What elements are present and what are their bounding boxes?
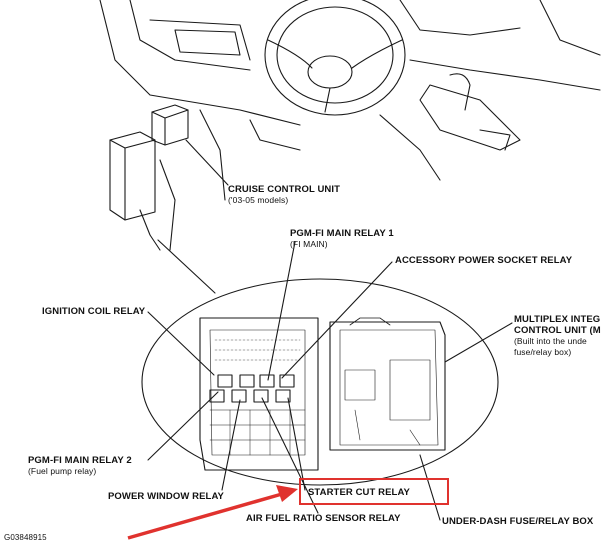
air-fuel-ratio-sensor-relay-label: AIR FUEL RATIO SENSOR RELAY [246, 513, 401, 524]
power-window-relay-label: POWER WINDOW RELAY [108, 491, 224, 502]
starter-cut-relay-label: STARTER CUT RELAY [308, 487, 410, 498]
callout-oval [141, 278, 499, 486]
pgm-fi-main-relay-1-label: PGM-FI MAIN RELAY 1 [290, 228, 394, 239]
leader-lines [147, 139, 513, 521]
pgm-fi-main-relay-2-note: (Fuel pump relay) [28, 466, 97, 476]
accessory-power-socket-relay-label: ACCESSORY POWER SOCKET RELAY [395, 255, 573, 266]
steering-wheel [264, 0, 406, 116]
multiplex-label-line-4: fuse/relay box) [514, 347, 572, 357]
multiplex-label-line-1: MULTIPLEX INTEG [514, 314, 601, 325]
cruise-control-unit-label: CRUISE CONTROL UNIT [228, 184, 341, 195]
figure-code: G03848915 [4, 533, 47, 542]
multiplex-label-line-2: CONTROL UNIT (M [514, 325, 601, 336]
starter-cut-relay-highlight [299, 478, 449, 505]
cruise-control-unit-drawing [109, 104, 189, 221]
multiplex-label-line-3: (Built into the unde [514, 336, 587, 346]
pgm-fi-main-relay-1-note: (FI MAIN) [290, 239, 328, 249]
fuse-relay-box-drawing [199, 317, 446, 471]
pgm-fi-main-relay-2-label: PGM-FI MAIN RELAY 2 [28, 455, 132, 466]
pointer-arrow [127, 485, 298, 540]
ignition-coil-relay-label: IGNITION COIL RELAY [42, 306, 146, 317]
cruise-control-models-note: ('03-05 models) [228, 195, 289, 205]
dashboard-panel [99, 0, 601, 251]
under-dash-fuse-relay-box-label: UNDER-DASH FUSE/RELAY BOX [442, 516, 594, 527]
